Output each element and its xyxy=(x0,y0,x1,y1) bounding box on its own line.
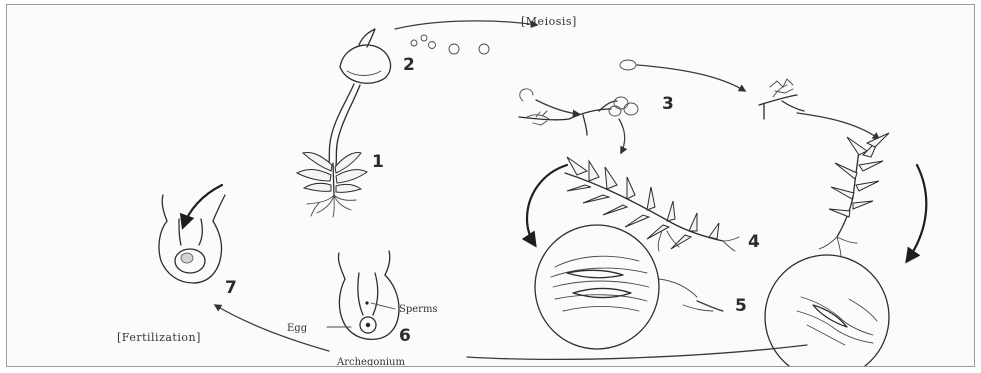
gametophore-right xyxy=(819,133,926,261)
diagram-canvas: [Meiosis] [Fertilization] Sperms Egg Arc… xyxy=(7,5,975,367)
stage-3-number: 3 xyxy=(662,94,674,114)
archegonium-label: Archegonium xyxy=(336,357,405,367)
stage-1-number: 1 xyxy=(372,152,384,172)
magnified-gametangia xyxy=(535,225,889,367)
stage-5-number: 5 xyxy=(735,296,747,316)
meiosis-label: [Meiosis] xyxy=(521,15,577,28)
egg-label: Egg xyxy=(287,323,308,334)
sporophyte-plant xyxy=(297,29,391,217)
stage-6-number: 6 xyxy=(399,326,411,346)
moss-life-cycle-diagram: [Meiosis] [Fertilization] Sperms Egg Arc… xyxy=(6,4,975,367)
fertilization-label: [Fertilization] xyxy=(117,331,201,344)
stage-2-number: 2 xyxy=(403,55,415,75)
archegonium xyxy=(327,251,399,339)
stage-4-number: 4 xyxy=(748,232,760,252)
stage-7-number: 7 xyxy=(225,278,237,298)
spores xyxy=(395,21,537,54)
sperms-label: Sperms xyxy=(399,304,438,315)
gametophore-left xyxy=(565,157,739,251)
